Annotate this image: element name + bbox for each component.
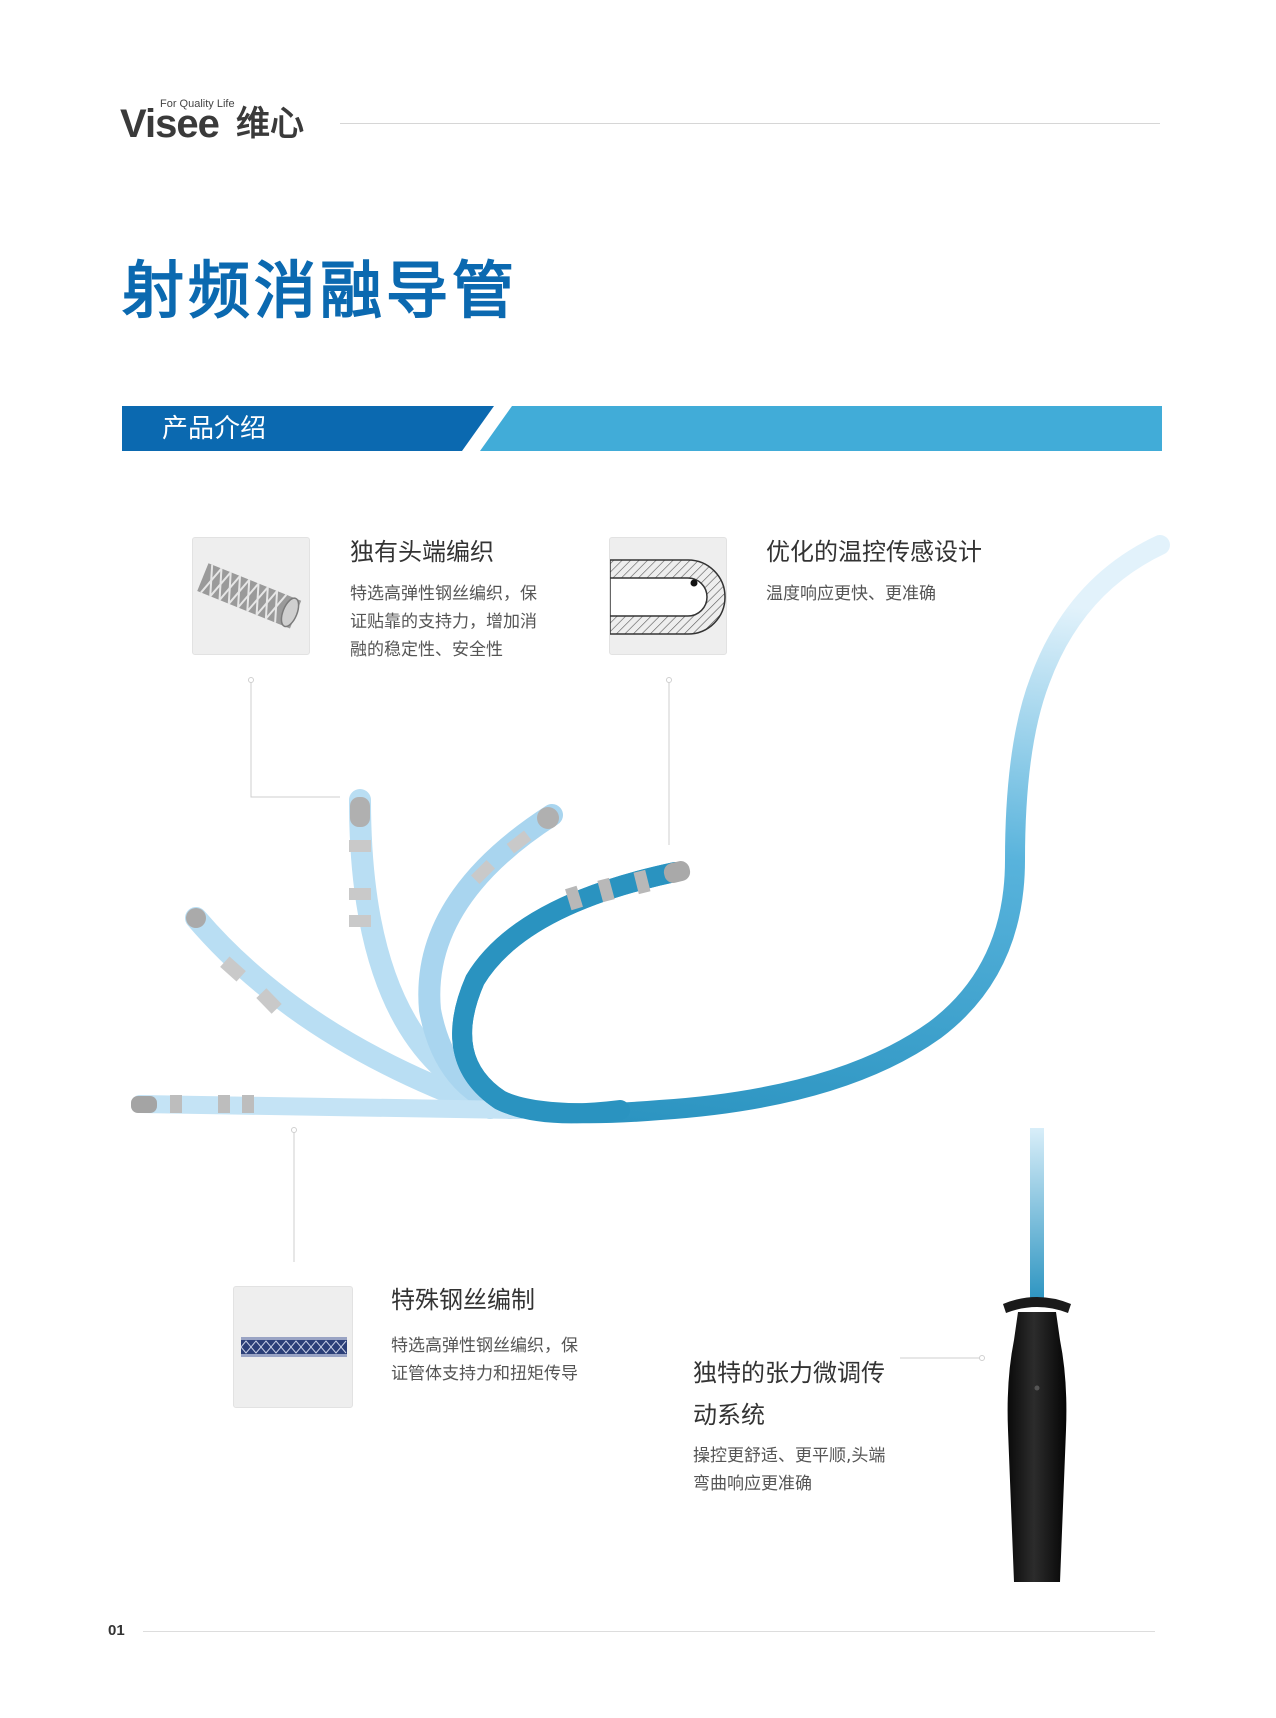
feature-tip-braid-desc: 特选高弹性钢丝编织，保 证贴靠的支持力，增加消 融的稳定性、安全性: [350, 584, 537, 660]
temp-sensor-section-icon: [610, 559, 726, 635]
feature-tip-braid-title: 独有头端编织: [350, 538, 494, 566]
logo-name-cn: 维心: [236, 104, 304, 144]
catheter-variant-left: [185, 907, 501, 1119]
catheter-main: [452, 535, 1170, 1124]
braided-tip-thumbnail: [192, 537, 310, 655]
feature-temp-sensor-title: 优化的温控传感设计: [766, 538, 982, 566]
page-number: 01: [108, 1622, 125, 1639]
steel-braid-thumbnail: [233, 1286, 353, 1408]
feature-steel-braid-desc: 特选高弹性钢丝编织，保 证管体支持力和扭矩传导: [391, 1336, 578, 1384]
logo-tagline: For Quality Life: [160, 98, 235, 110]
temp-sensor-thumbnail: [609, 537, 727, 655]
footer-divider: [143, 1631, 1155, 1632]
section-bar: [122, 406, 1162, 451]
feature-temp-sensor-desc: 温度响应更快、更准确: [766, 584, 936, 604]
section-label: 产品介绍: [162, 414, 267, 444]
feature-tension-desc: 操控更舒适、更平顺,头端 弯曲响应更准确: [693, 1446, 886, 1494]
leader-lines: [248, 677, 985, 1361]
steel-braid-icon: [240, 1337, 347, 1357]
handle-illustration: [1003, 1128, 1071, 1582]
braided-tip-icon: [197, 563, 302, 629]
catheter-variant-mid: [418, 804, 563, 1119]
catheter-straight: [131, 1095, 529, 1119]
page-title: 射频消融导管: [122, 254, 519, 327]
feature-tension-title: 独特的张力微调传 动系统: [693, 1359, 885, 1429]
feature-steel-braid-title: 特殊钢丝编制: [391, 1286, 535, 1314]
header-divider: [340, 123, 1160, 124]
logo-mark: Visee: [120, 102, 220, 146]
